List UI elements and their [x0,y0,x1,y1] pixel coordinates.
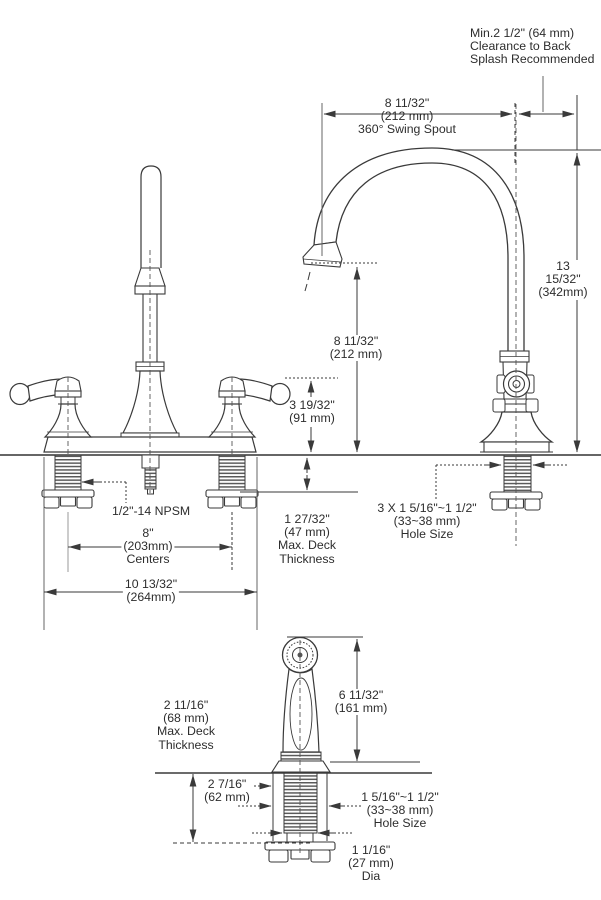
spout-overall-height-label: 13 15/32" (342mm) [536,259,590,300]
thread-spec-label: 1/2"-14 NPSM [112,504,191,518]
sprayer-height-label: 6 11/32" (161 mm) [332,688,390,716]
faucet-max-deck-label: 1 27/32" (47 mm) Max. Deck Thickness [277,512,337,566]
faucet-side-view [302,104,555,546]
clearance-note-label: Min.2 1/2" (64 mm) Clearance to Back Spl… [470,26,595,67]
sprayer-shank-dia-label: 1 1/16" (27 mm) Dia [348,843,394,884]
faucet-front-view [9,165,291,509]
dimension-annotations [43,76,601,844]
swing-spout-dimension-label: 8 11/32" (212 mm) 360° Swing Spout [358,96,456,137]
handle-centers-label: 8" (203mm) Centers [121,526,175,567]
sprayer-hole-size-label: 1 5/16"~1 1/2" (33~38 mm) Hole Size [361,790,439,831]
sprayer-below-deck-label: 2 7/16" (62 mm) [202,777,252,805]
overall-width-label: 10 13/32" (264mm) [122,577,180,605]
sprayer-max-deck-label: 2 11/16" (68 mm) Max. Deck Thickness [156,698,216,752]
spout-outlet-height-label: 8 11/32" (212 mm) [327,334,385,362]
handle-height-label: 3 19/32" (91 mm) [289,398,335,426]
side-sprayer-view [264,636,336,863]
faucet-hole-size-label: 3 X 1 5/16"~1 1/2" (33~38 mm) Hole Size [377,501,477,542]
